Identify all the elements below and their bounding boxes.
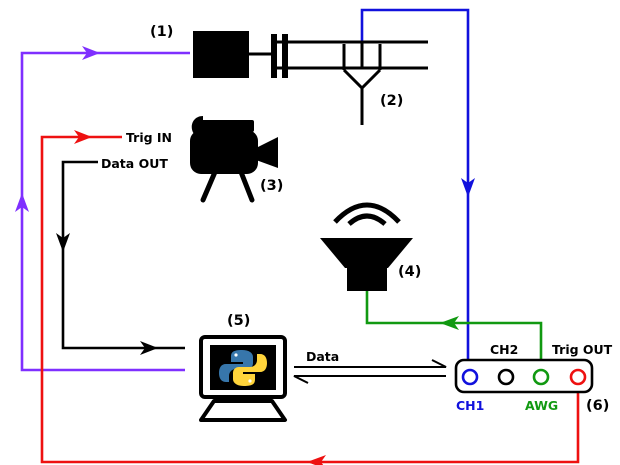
red-wire (40, 135, 580, 464)
trig-out-port (569, 368, 587, 386)
speaker-icon (320, 202, 413, 291)
label-data: Data (306, 349, 339, 364)
blue-arrow-down (461, 178, 475, 197)
green-arrow-left (440, 316, 459, 330)
black-arrow-down (56, 233, 70, 252)
label-trig-in: Trig IN (126, 130, 172, 145)
purple-arrow-up (15, 193, 29, 212)
label-device-2: (2) (380, 93, 403, 109)
black-arrow-right (140, 341, 158, 355)
purple-arrow-right (82, 46, 100, 60)
label-device-5: (5) (227, 313, 250, 329)
computer-python-icon (199, 335, 287, 422)
label-device-6: (6) (586, 398, 609, 414)
blue-wire (360, 8, 470, 368)
data-link-arrows (293, 359, 447, 384)
python-logo-icon (219, 350, 267, 386)
label-device-1: (1) (150, 24, 173, 40)
purple-wire (20, 51, 190, 372)
ch2-port (497, 368, 515, 386)
label-ch2: CH2 (490, 342, 518, 357)
motor-block-icon (193, 31, 288, 78)
label-awg: AWG (525, 398, 558, 413)
awg-port (532, 368, 550, 386)
black-wire (61, 160, 185, 350)
ch1-port (461, 368, 479, 386)
label-ch1: CH1 (456, 398, 484, 413)
red-arrow-left (307, 455, 326, 465)
label-data-out: Data OUT (101, 156, 168, 171)
label-device-4: (4) (398, 264, 421, 280)
pipe-nozzle-icon (277, 40, 428, 125)
label-trig-out: Trig OUT (552, 342, 613, 357)
label-device-3: (3) (260, 178, 283, 194)
oscilloscope-box-icon (454, 358, 594, 394)
red-arrow-right (74, 130, 92, 144)
video-camera-icon (190, 116, 278, 203)
